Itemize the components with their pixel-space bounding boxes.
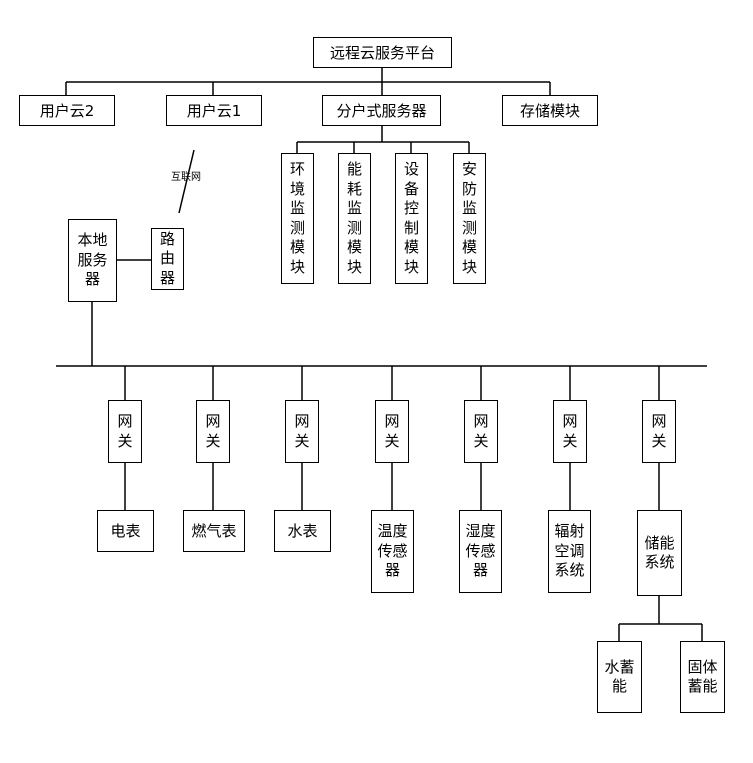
gateway-label: 网关 [562, 412, 578, 450]
gateway-node: 网关 [285, 400, 319, 463]
gateway-node: 网关 [375, 400, 409, 463]
storage-module-label: 存储模块 [519, 101, 580, 120]
radiant-ac-system-node: 辐射空调系统 [548, 510, 591, 593]
solid-storage-label: 固体蓄能 [687, 657, 718, 696]
env-monitor-module-label: 环境监测模块 [289, 160, 305, 276]
user-cloud-2-node: 用户云2 [19, 95, 115, 126]
solid-storage-node: 固体蓄能 [680, 641, 725, 713]
electric-meter-label: 电表 [110, 522, 141, 540]
user-cloud-1-label: 用户云1 [186, 101, 242, 120]
gateway-label: 网关 [117, 412, 133, 450]
energy-storage-system-node: 储能系统 [637, 510, 682, 596]
local-server-node: 本地服务器 [68, 219, 117, 302]
temperature-sensor-node: 温度传感器 [371, 510, 414, 593]
humidity-sensor-label: 湿度传感器 [465, 522, 496, 580]
electric-meter-node: 电表 [97, 510, 154, 552]
gateway-label: 网关 [294, 412, 310, 450]
distributed-server-node: 分户式服务器 [322, 95, 441, 126]
router-label: 路由器 [159, 229, 175, 287]
energy-monitor-module-node: 能耗监测模块 [338, 153, 371, 284]
internet-label: 互联网 [171, 172, 201, 183]
radiant-ac-system-label: 辐射空调系统 [554, 522, 585, 580]
device-control-module-label: 设备控制模块 [403, 160, 419, 276]
gateway-node: 网关 [642, 400, 676, 463]
local-server-label: 本地服务器 [77, 231, 108, 289]
remote-cloud-platform-label: 远程云服务平台 [329, 43, 435, 62]
energy-monitor-module-label: 能耗监测模块 [346, 160, 362, 276]
gateway-node: 网关 [464, 400, 498, 463]
gateway-node: 网关 [196, 400, 230, 463]
humidity-sensor-node: 湿度传感器 [459, 510, 502, 593]
storage-module-node: 存储模块 [502, 95, 598, 126]
device-control-module-node: 设备控制模块 [395, 153, 428, 284]
gateway-label: 网关 [651, 412, 667, 450]
router-node: 路由器 [151, 228, 184, 290]
user-cloud-2-label: 用户云2 [39, 101, 95, 120]
water-storage-label: 水蓄能 [604, 657, 635, 696]
user-cloud-1-node: 用户云1 [166, 95, 262, 126]
remote-cloud-platform-node: 远程云服务平台 [313, 37, 452, 68]
security-monitor-module-node: 安防监测模块 [453, 153, 486, 284]
gateway-node: 网关 [553, 400, 587, 463]
water-storage-node: 水蓄能 [597, 641, 642, 713]
security-monitor-module-label: 安防监测模块 [461, 160, 477, 276]
water-meter-label: 水表 [287, 522, 318, 540]
gas-meter-label: 燃气表 [191, 522, 237, 540]
gas-meter-node: 燃气表 [183, 510, 245, 552]
gateway-label: 网关 [384, 412, 400, 450]
energy-storage-system-label: 储能系统 [644, 533, 675, 572]
env-monitor-module-node: 环境监测模块 [281, 153, 314, 284]
gateway-node: 网关 [108, 400, 142, 463]
gateway-label: 网关 [205, 412, 221, 450]
water-meter-node: 水表 [274, 510, 331, 552]
distributed-server-label: 分户式服务器 [336, 101, 427, 120]
temperature-sensor-label: 温度传感器 [377, 522, 408, 580]
gateway-label: 网关 [473, 412, 489, 450]
